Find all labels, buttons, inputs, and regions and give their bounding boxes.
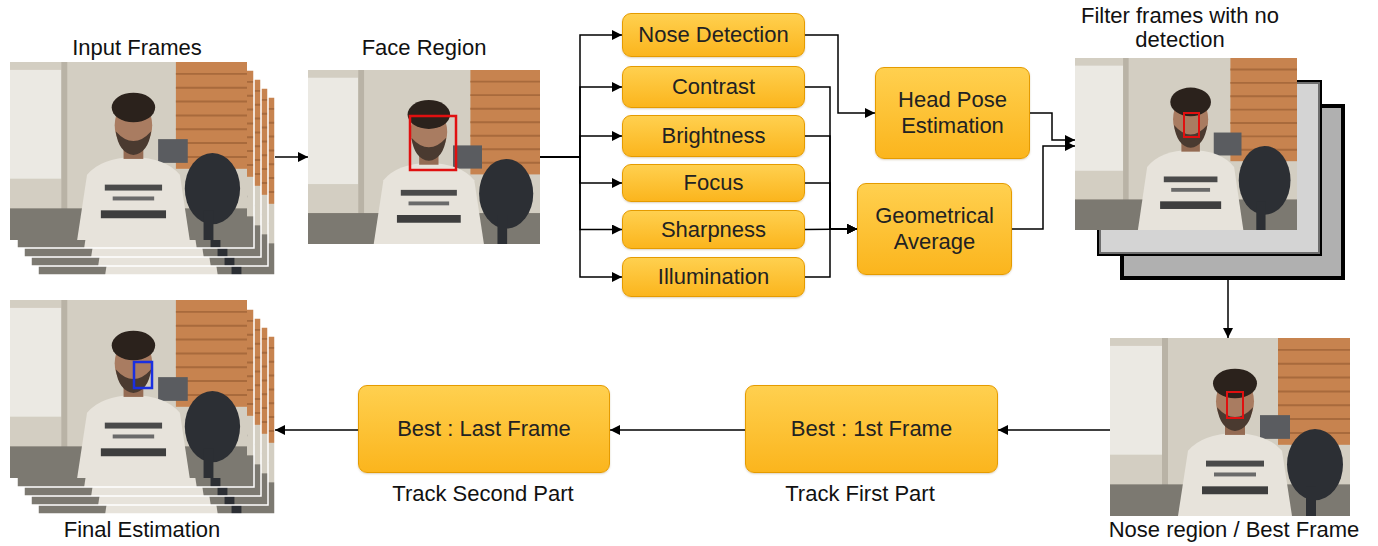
process-box: Head Pose Estimation [875, 67, 1030, 159]
box-label: Illumination [658, 264, 769, 290]
step-label: Track Second Part [392, 482, 573, 506]
process-box: Nose Detection [622, 13, 805, 57]
frame-caption: Final Estimation [64, 518, 221, 542]
frame-caption: Nose region / Best Frame [1109, 518, 1360, 542]
photo-frame: Nose region / Best Frame [1110, 338, 1350, 516]
flow-arrow [805, 229, 857, 277]
step-label: Track First Part [785, 482, 935, 506]
process-box: Geometrical Average [857, 183, 1012, 275]
flow-arrow [540, 35, 622, 157]
process-box: Focus [622, 164, 805, 202]
box-label: Brightness [662, 123, 766, 149]
flow-arrow [275, 156, 308, 158]
box-label: Sharpness [661, 217, 766, 243]
flow-arrow [1030, 113, 1075, 140]
flow-arrow [540, 136, 622, 157]
flow-arrow [275, 429, 358, 431]
flow-arrow [805, 136, 857, 229]
box-label: Head Pose Estimation [884, 87, 1021, 139]
input-frame-stack [10, 62, 275, 275]
frame-caption: Filter frames with no detection [1065, 4, 1295, 52]
flow-arrow [540, 87, 622, 157]
flow-arrow [610, 429, 745, 431]
flow-arrow [540, 157, 622, 183]
photo-frame: Final Estimation [10, 300, 275, 514]
box-label: Geometrical Average [866, 203, 1003, 255]
flow-arrow [805, 35, 875, 113]
flow-arrow [540, 157, 622, 277]
box-label: Focus [684, 170, 744, 196]
flow-arrow [805, 183, 857, 229]
photo-frame: Filter frames with no detection [1075, 58, 1345, 280]
process-box: Sharpness [622, 210, 805, 249]
process-box: Contrast [622, 66, 805, 108]
final-frame-stack [10, 300, 275, 514]
process-box: Illumination [622, 257, 805, 297]
box-label: Contrast [672, 74, 755, 100]
best-frame-photo [1110, 338, 1350, 516]
box-label: Best : Last Frame [397, 416, 571, 442]
photo-frame: Face Region [308, 70, 540, 244]
flow-arrow [998, 429, 1110, 431]
flow-arrow [805, 87, 857, 229]
face-region-photo [308, 70, 540, 244]
frame-caption: Face Region [362, 36, 487, 60]
flow-arrow [540, 157, 622, 230]
flow-arrow [1227, 280, 1229, 338]
box-label: Best : 1st Frame [791, 416, 952, 442]
frame-caption: Input Frames [72, 36, 202, 60]
process-box: Best : Last Frame [358, 385, 610, 473]
photo-frame: Input Frames [10, 62, 275, 275]
box-label: Nose Detection [638, 22, 788, 48]
process-box: Brightness [622, 115, 805, 157]
filtered-frame-stack [1075, 58, 1343, 278]
process-box: Best : 1st Frame [745, 385, 998, 473]
